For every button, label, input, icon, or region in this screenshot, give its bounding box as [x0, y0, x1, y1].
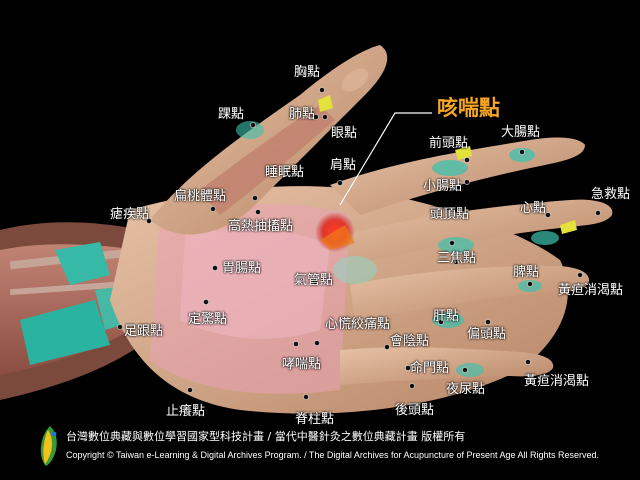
point-label-zugen: 足跟點 — [124, 324, 164, 339]
point-label-houtou: 後頭點 — [395, 403, 435, 418]
point-label-jijiu: 急救點 — [591, 187, 631, 202]
point-label-biantaoti: 扁桃體點 — [174, 189, 227, 204]
point-label-dachang: 大腸點 — [501, 125, 541, 140]
point-label-dingjing: 定驚點 — [188, 312, 228, 327]
footer-copyright-chinese: 台灣數位典藏與數位學習國家型科技計畫 / 當代中醫針灸之數位典藏計畫 版權所有 — [66, 430, 466, 443]
point-label-mingmen: 命門點 — [410, 361, 450, 376]
point-label-xiaochang: 小腸點 — [423, 179, 463, 194]
point-label-gaore: 高熱抽搐點 — [228, 219, 294, 234]
footer-copyright-english: Copyright © Taiwan e-Learning & Digital … — [66, 450, 600, 460]
point-label-huiyin: 會陰點 — [390, 334, 430, 349]
point-label-xinhuang: 心慌絞痛點 — [325, 317, 391, 332]
point-label-jizhu: 脊柱點 — [295, 412, 335, 427]
point-label-yaotong: 瘧疾點 — [110, 207, 150, 222]
point-label-sanjiao: 三焦點 — [437, 251, 477, 266]
point-label-gan: 肝點 — [433, 309, 460, 324]
taiwan-logo — [40, 426, 57, 466]
acupoint-dots — [117, 87, 601, 400]
point-label-weichang: 胃腸點 — [222, 261, 262, 276]
highlight-leader-line — [339, 112, 432, 206]
point-label-pi: 脾點 — [513, 265, 540, 280]
point-label-xiong: 胸點 — [294, 65, 321, 80]
point-label-qiguan: 氣管點 — [294, 273, 334, 288]
point-label-xiaochuan: 哮喘點 — [282, 357, 322, 372]
point-label-jian: 肩點 — [330, 158, 357, 173]
point-label-huangdan-1: 黃疸消渴點 — [558, 283, 624, 298]
point-label-yeniao: 夜尿點 — [446, 382, 486, 397]
point-label-dingtou: 頭頂點 — [430, 207, 470, 222]
point-label-zhiyang: 止癢點 — [166, 404, 206, 419]
point-label-shuimian: 睡眠點 — [265, 165, 305, 180]
point-label-huai: 踝點 — [218, 107, 245, 122]
point-label-fei: 肺點 — [289, 107, 316, 122]
point-label-xin: 心點 — [520, 201, 547, 216]
highlight-point-label: 咳喘點 — [437, 96, 500, 120]
point-label-qiantou: 前頭點 — [429, 136, 469, 151]
point-label-piantou: 偏頭點 — [467, 327, 507, 342]
point-label-yan: 眼點 — [331, 126, 358, 141]
point-label-huangdan-2: 黃疸消渴點 — [524, 374, 590, 389]
